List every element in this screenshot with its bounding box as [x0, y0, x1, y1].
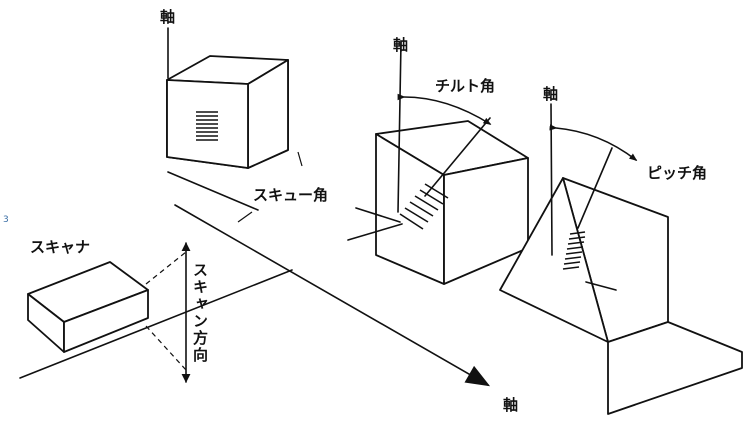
axis-label-top-left: 軸 [160, 8, 175, 26]
skew-angle-mark [297, 151, 303, 167]
pitch-line [577, 147, 613, 229]
barcode [196, 111, 218, 141]
skew-reference-line [167, 171, 259, 211]
pitch-angle-arc [549, 124, 638, 161]
axis-label-bottom: 軸 [503, 396, 518, 414]
barcode [562, 231, 586, 270]
skew-angle-label: スキュー角 [253, 186, 328, 204]
scanner-label: スキャナ [30, 238, 90, 256]
axis-line-middle [397, 41, 402, 213]
scan-axis-line [174, 204, 491, 387]
scan-beam-lower [145, 325, 187, 371]
scan-direction-label: スキャン方向 [191, 262, 209, 364]
skew-angle-mark-2 [237, 211, 253, 223]
axis-label-middle: 軸 [393, 36, 408, 54]
axis-line-right [550, 103, 553, 256]
pitched-label-wedge [499, 177, 743, 415]
margin-mark: 3 [3, 215, 9, 225]
scan-beam-upper [145, 251, 187, 285]
skewed-label-box [166, 55, 289, 169]
tilt-angle-arc [397, 93, 492, 125]
axis-label-right: 軸 [543, 85, 558, 103]
tilt-line [424, 117, 491, 197]
scanner-box [27, 261, 149, 353]
tilted-label-box [375, 120, 529, 285]
ground-line [19, 269, 293, 379]
pitch-angle-label: ピッチ角 [647, 164, 707, 182]
tilt-angle-label: チルト角 [435, 77, 495, 95]
skew-line-middle-2 [347, 223, 403, 241]
barcode [399, 183, 449, 230]
skew-line-middle [355, 207, 401, 223]
